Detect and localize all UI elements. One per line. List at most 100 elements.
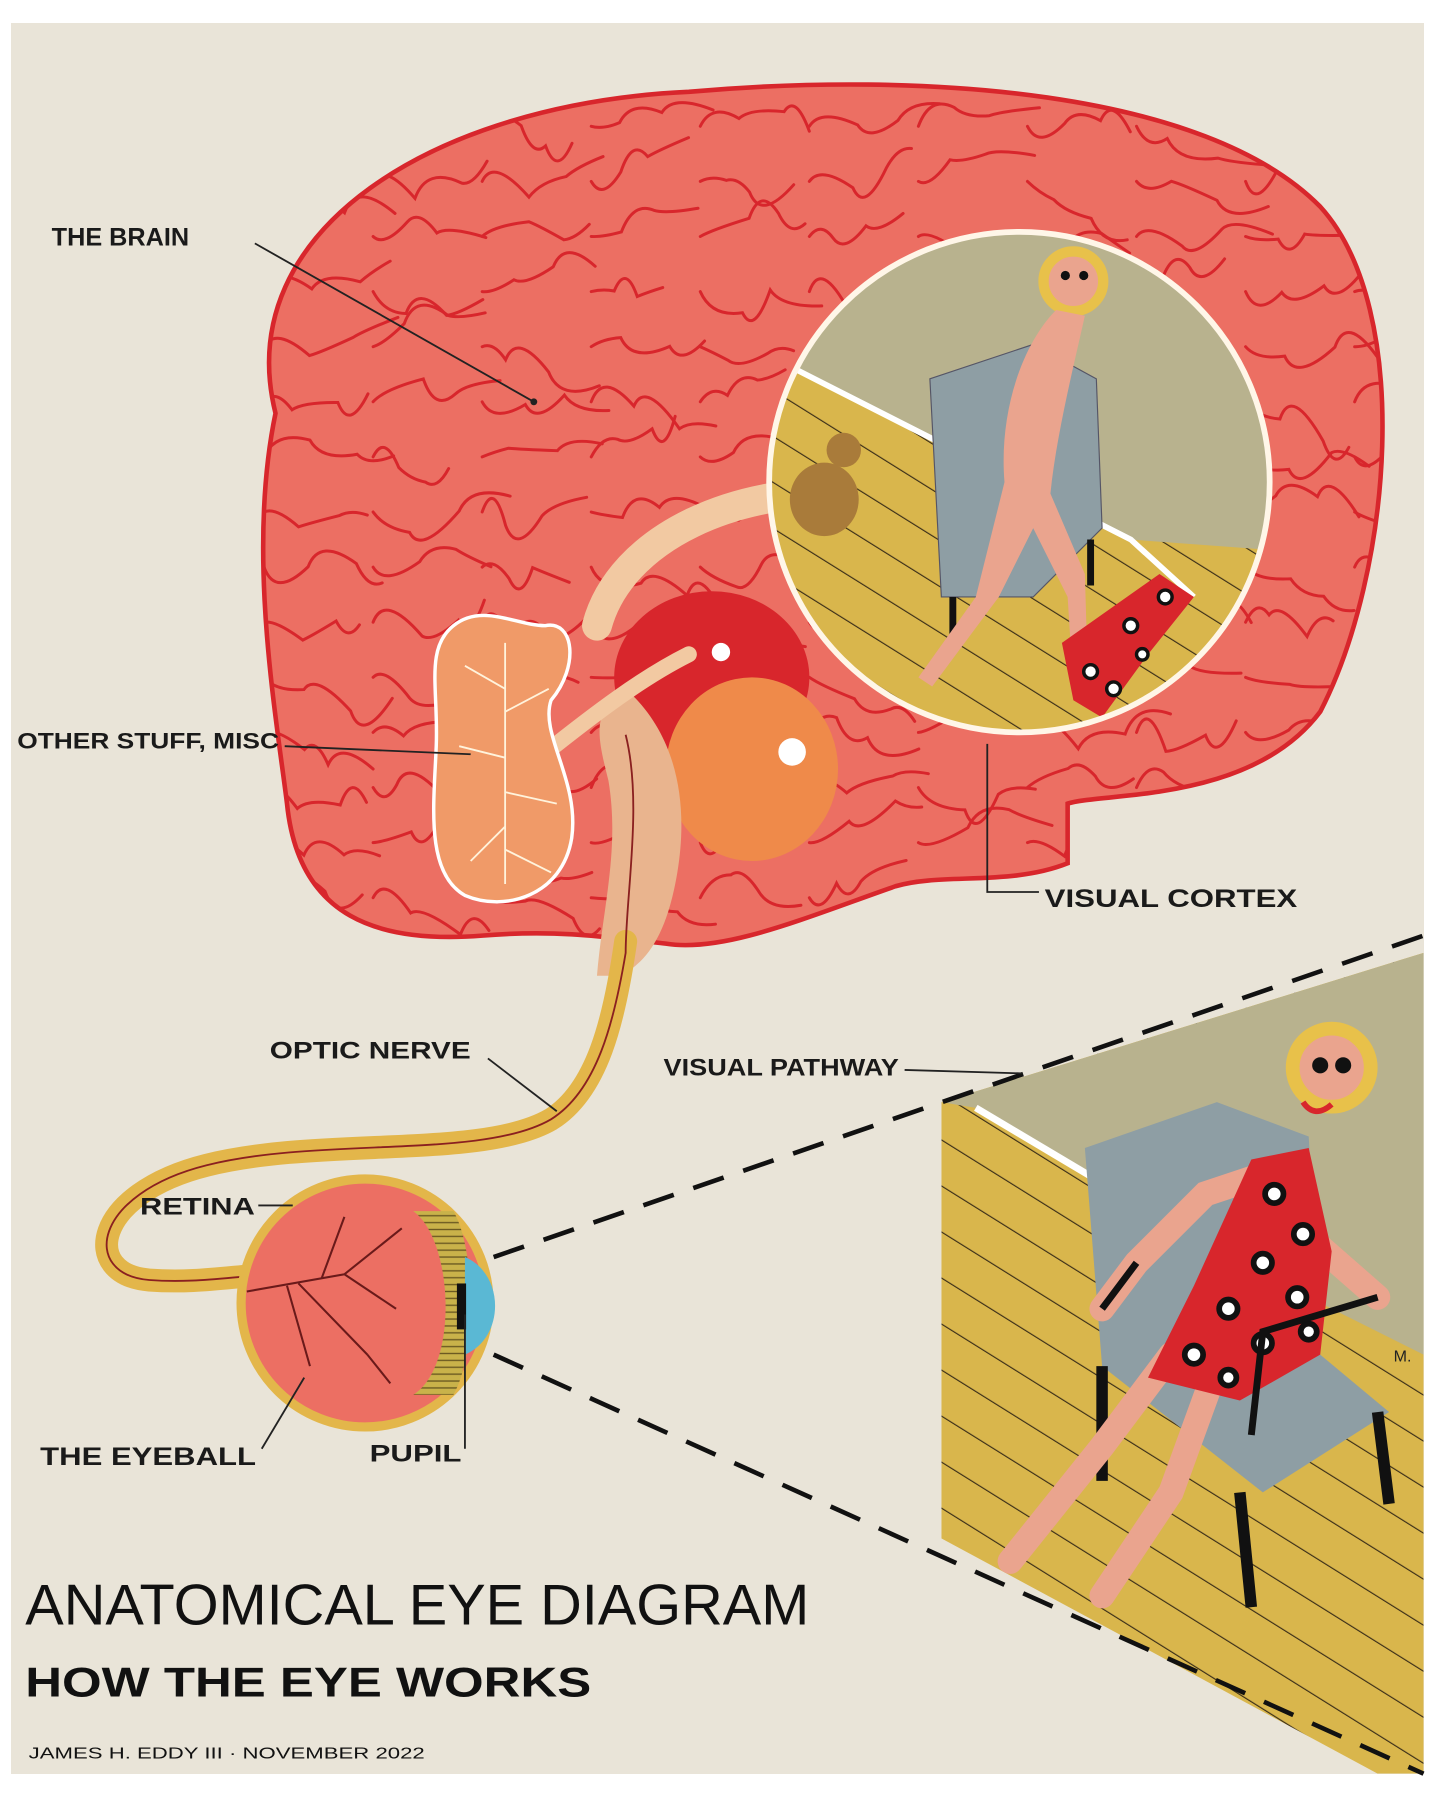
white-spot — [711, 642, 731, 662]
gyrus-line — [480, 220, 591, 242]
leader-visual-cortex — [986, 743, 1039, 893]
white-spot — [778, 738, 806, 766]
gyrus-line — [263, 549, 384, 586]
gyrus-line — [480, 251, 597, 294]
gyrus-line — [1244, 232, 1351, 251]
gyrus-line — [589, 385, 718, 431]
gyrus-line — [480, 155, 605, 200]
gyrus-line — [480, 562, 571, 591]
visual-pathway-scene: M. — [941, 952, 1424, 1774]
gyrus-line — [371, 546, 493, 578]
gyrus-line — [263, 675, 394, 727]
label-visual-cortex: VISUAL CORTEX — [1045, 885, 1298, 913]
other-stuff-misc — [431, 613, 575, 904]
midbrain — [665, 677, 839, 861]
gyrus-line — [1135, 124, 1264, 167]
gyrus-line — [698, 104, 811, 133]
brain-stem — [596, 688, 682, 976]
lens — [413, 1211, 471, 1395]
gyrus-line — [916, 102, 1041, 128]
gyrus-line — [1135, 717, 1238, 753]
gyrus-line — [1135, 222, 1274, 252]
gyrus-line — [807, 101, 942, 135]
gyrus-line — [263, 618, 361, 642]
gyrus-line — [1025, 108, 1132, 139]
visual-pathway-line-upper — [492, 933, 1425, 1260]
woman-arms-legs — [997, 1158, 1391, 1609]
gyrus-line — [807, 799, 924, 845]
vein-lines — [458, 642, 557, 884]
gyrus-line — [371, 377, 502, 404]
gyrus-line — [807, 211, 905, 246]
label-visual-pathway: VISUAL PATHWAY — [664, 1055, 899, 1082]
gyrus-line — [480, 392, 611, 415]
label-optic-nerve: OPTIC NERVE — [270, 1037, 471, 1064]
leader-optic-nerve — [487, 1057, 558, 1112]
gyrus-line — [807, 675, 917, 723]
eyeball — [236, 1174, 496, 1432]
label-pupil: PUPIL — [370, 1440, 462, 1467]
gyrus-line — [916, 150, 1037, 185]
gyrus-line — [1353, 440, 1383, 472]
nerve-vessel — [105, 734, 635, 1282]
cortex-circle-border — [766, 229, 1273, 736]
gyrus-line — [916, 806, 1054, 846]
gyrus-line — [371, 290, 485, 317]
polka-dots — [1081, 588, 1174, 698]
gyrus-line — [589, 101, 715, 129]
leader-other-stuff — [284, 745, 471, 756]
woman-head — [1285, 1021, 1378, 1114]
gyrus-line — [263, 509, 369, 529]
gyrus-line — [1353, 510, 1383, 543]
gyrus-line — [698, 871, 803, 908]
gyrus-line — [371, 215, 488, 242]
gyrus-line — [480, 439, 604, 459]
subtitle: HOW THE EYE WORKS — [25, 1660, 591, 1706]
gyrus-line — [263, 392, 370, 417]
gyrus-line — [698, 368, 787, 404]
optic-tract — [531, 646, 697, 766]
gyrus-line — [589, 206, 700, 239]
gyrus-line — [1244, 565, 1356, 613]
pupil-mark — [456, 1283, 467, 1330]
gyrus-line — [916, 786, 1037, 825]
gyrus-line — [1244, 331, 1379, 369]
cornea — [464, 1257, 496, 1355]
gyrus-line — [589, 336, 707, 357]
title: ANATOMICAL EYE DIAGRAM — [25, 1573, 809, 1637]
woman-head — [1038, 246, 1109, 317]
leader-visual-pathway — [904, 1069, 1022, 1075]
gyrus-line — [371, 303, 487, 349]
dress-on-floor — [1061, 574, 1194, 718]
gyrus-line — [1353, 334, 1383, 363]
visual-pathway-line-lower — [492, 1352, 1425, 1776]
gyrus-line — [1135, 179, 1270, 215]
gyrus-line — [480, 344, 601, 393]
gyrus-line — [807, 146, 913, 199]
other-stuff-shape — [431, 613, 575, 904]
cat — [789, 462, 859, 537]
gyrus-line — [698, 345, 796, 365]
gyrus-line — [371, 491, 512, 542]
gyrus-line — [371, 445, 451, 486]
label-the-brain: THE BRAIN — [52, 224, 189, 252]
gyrus-line — [1025, 763, 1135, 790]
gyrus-line — [589, 496, 706, 520]
gyrus-line — [371, 159, 489, 202]
dress — [1148, 1148, 1332, 1401]
gyrus-line — [698, 199, 807, 238]
retina-vessels — [246, 1216, 403, 1384]
gyrus-line — [807, 858, 908, 907]
leader-eyeball — [260, 1377, 306, 1450]
gyrus-line — [698, 176, 796, 207]
gyrus-line — [1353, 360, 1383, 404]
gyrus-line — [480, 495, 589, 541]
gyrus-line — [589, 136, 691, 191]
label-retina: RETINA — [140, 1194, 255, 1221]
gyrus-line — [589, 414, 677, 459]
gyrus-line — [589, 277, 665, 299]
visual-cortex-scene — [766, 229, 1273, 736]
signature: JAMES H. EDDY III · NOVEMBER 2022 — [29, 1745, 425, 1763]
label-other-stuff-misc: OTHER STUFF, MISC — [17, 728, 279, 753]
